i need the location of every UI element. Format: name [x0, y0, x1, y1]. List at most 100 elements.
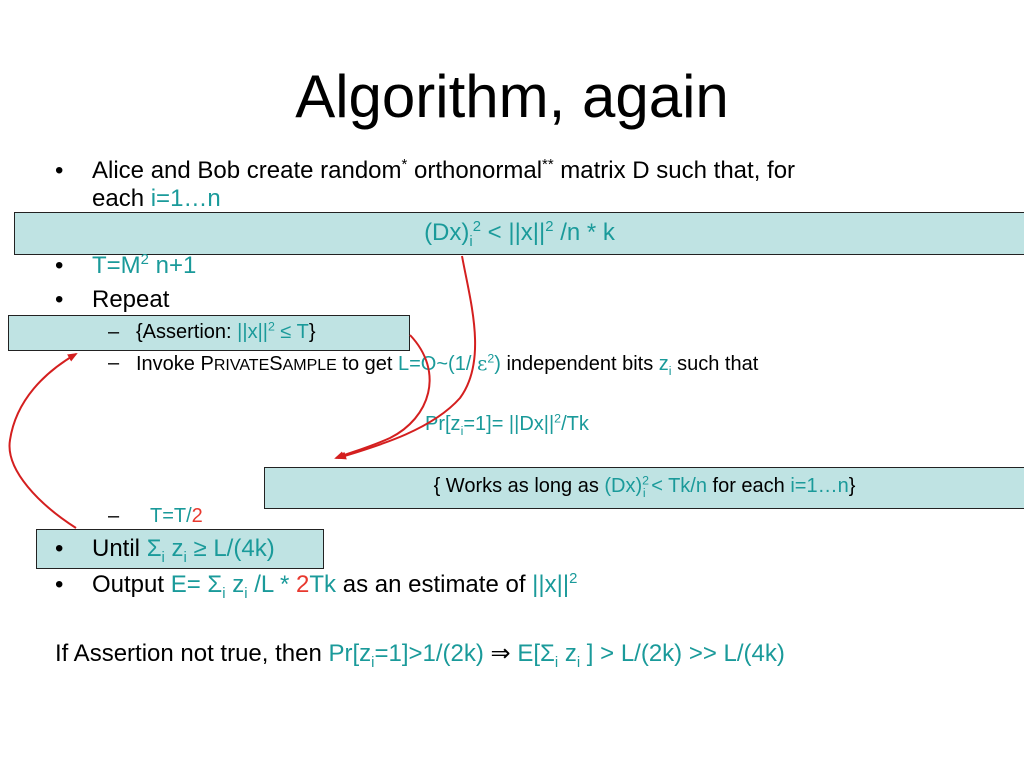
sub: i	[371, 654, 375, 671]
sup: 2	[554, 411, 562, 426]
slide-title: Algorithm, again	[295, 63, 729, 130]
text: z	[225, 571, 245, 598]
until-box	[36, 529, 324, 569]
text: 2	[191, 505, 203, 527]
text: ] > L/(2k) >> L/(4k)	[580, 640, 785, 667]
invoke-private-sample: Invoke PRIVATESAMPLE to get L=O~(1/ ε2) …	[136, 351, 758, 378]
text: /L *	[247, 571, 297, 598]
text: Pr[z	[328, 640, 372, 667]
sub: i	[576, 654, 581, 671]
sup: 2	[642, 473, 650, 488]
text: < Tk/n	[645, 475, 707, 497]
sup: 2	[140, 252, 149, 268]
sub: i	[183, 549, 187, 566]
probability-formula: Pr[zi=1]= ||Dx||2/Tk	[425, 411, 589, 438]
text: E= Σ	[170, 571, 223, 598]
text: L=O~(1/	[398, 353, 477, 375]
text: RIVATE	[213, 357, 270, 374]
text: ≥ L/(4k)	[186, 535, 275, 562]
text: }	[308, 321, 316, 343]
text: Tk	[309, 571, 337, 598]
assertion-failure-note: If Assertion not true, then Pr[zi=1]>1/(…	[55, 639, 785, 671]
text: independent bits	[500, 353, 659, 375]
text: matrix D such that, for	[553, 157, 796, 184]
dash-icon: –	[108, 505, 120, 527]
text: z	[558, 640, 577, 667]
bullet-output: Output E= Σi zi /L * 2Tk as an estimate …	[92, 571, 578, 602]
text: { Works as long as	[433, 475, 605, 497]
bullet-repeat: Repeat	[92, 286, 170, 313]
text: to get	[336, 353, 398, 375]
bullet-create-matrix: Alice and Bob create random* orthonormal…	[92, 157, 795, 185]
bullet-t-init: T=M2 n+1	[92, 252, 196, 280]
arrow-until-to-assertion	[8, 352, 78, 529]
sup: 2	[267, 319, 275, 334]
text: 2	[296, 571, 310, 598]
sub: i	[222, 585, 226, 602]
text: }	[848, 475, 856, 497]
text: < ||x||	[480, 219, 546, 246]
condition-text: (Dx)i2 < ||x||2 /n * k	[15, 219, 1024, 250]
works-as-long-text: { Works as long as (Dx)2i < Tk/n for eac…	[265, 473, 1024, 500]
dash-icon: –	[108, 352, 120, 374]
text: T=T/	[150, 505, 192, 527]
text: i=1…n	[150, 185, 221, 212]
assertion-box	[8, 315, 410, 351]
text: ε	[476, 351, 488, 375]
sup: 2	[472, 219, 481, 235]
sub: i	[554, 654, 559, 671]
sub: i	[668, 364, 672, 378]
text: =1]>1/(2k)	[374, 640, 491, 667]
works-as-long-box: { Works as long as (Dx)2i < Tk/n for eac…	[264, 467, 1024, 509]
text: ||x||	[237, 321, 268, 343]
sup: 2	[569, 571, 578, 587]
text: z	[658, 353, 669, 375]
text: Σ	[146, 535, 162, 562]
bullet-create-matrix-line2: each i=1…n	[92, 185, 221, 213]
text: (Dx)	[604, 475, 643, 497]
bullet-until: Until Σi zi ≥ L/(4k)	[92, 535, 275, 566]
bullet-icon: •	[55, 286, 64, 313]
condition-box: (Dx)i2 < ||x||2 /n * k	[14, 212, 1024, 255]
text: T=M	[92, 252, 141, 279]
text: n+1	[148, 252, 197, 279]
sup: 2	[545, 219, 554, 235]
bullet-icon: •	[55, 535, 64, 562]
text: E[Σ	[510, 640, 555, 667]
text: {Assertion:	[136, 321, 238, 343]
text: /n * k	[553, 219, 615, 246]
text: orthonormal	[407, 157, 543, 184]
text: i=1…n	[790, 475, 849, 497]
dash-icon: –	[108, 321, 120, 343]
sub: i	[642, 486, 646, 500]
text: Invoke P	[136, 353, 214, 375]
text: /Tk	[561, 413, 589, 435]
text: such that	[671, 353, 759, 375]
text: S	[269, 353, 283, 375]
text: z	[164, 535, 184, 562]
text: each	[92, 185, 151, 212]
sup: **	[542, 157, 554, 173]
halve-t: T=T/2	[150, 504, 203, 528]
sup: 2	[487, 351, 495, 366]
text: for each	[706, 475, 791, 497]
arrow-assertion-to-works	[334, 334, 431, 459]
text: )	[494, 353, 501, 375]
text: If Assertion not true, then	[55, 640, 329, 667]
arrow-condition-to-works	[336, 255, 477, 460]
sub: i	[469, 233, 473, 250]
sup: *	[401, 157, 408, 173]
sub: i	[161, 549, 165, 566]
sub: i	[244, 585, 248, 602]
bullet-icon: •	[55, 571, 64, 598]
text: ≤ T	[274, 321, 309, 343]
bullet-icon: •	[55, 252, 64, 279]
text: (Dx)	[424, 219, 470, 246]
text: Until	[92, 535, 147, 562]
text: AMPLE	[282, 357, 337, 374]
bullet-icon: •	[55, 157, 64, 184]
sub: i	[460, 424, 464, 438]
text: ||x||	[532, 571, 570, 598]
text: as an estimate of	[336, 571, 533, 598]
